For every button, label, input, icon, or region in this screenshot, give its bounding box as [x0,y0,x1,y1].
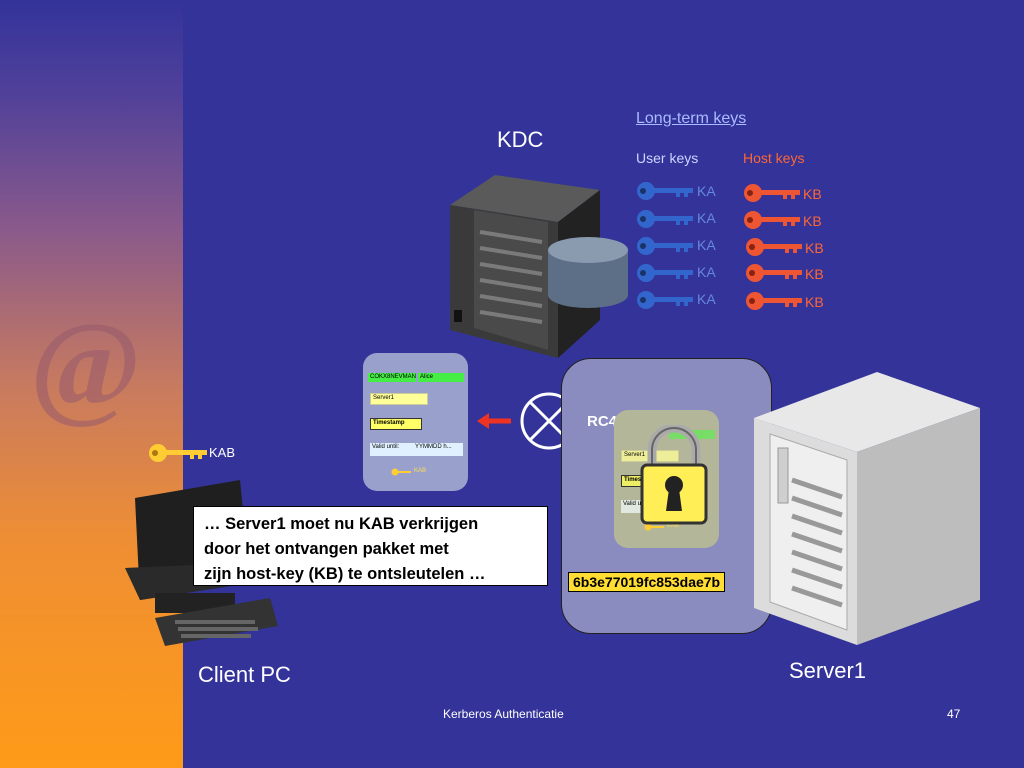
host-key-icon [744,211,800,229]
kdc-server-icon [450,175,628,358]
caption-line: zijn host-key (KB) te ontsleutelen … [204,565,486,583]
host-key-icon [746,264,802,282]
ticket-valid-until-label: Valid until: [370,443,414,456]
user-key-icon [637,237,693,255]
footer-title: Kerberos Authenticatie [443,707,564,721]
user-key-icon [637,182,693,200]
host-key-icon [744,184,800,202]
encrypted-ticket-key-icon [644,523,664,531]
ticket-encrypted-field: COKX8NEVMANG [368,373,416,382]
host-key-label: KB [805,294,824,310]
ticket-card: COKX8NEVMANG Alice Server1 Timestamp Val… [363,353,468,491]
user-key-icon [637,264,693,282]
user-key-label: KA [697,291,716,307]
server1-label: Server1 [789,658,867,683]
ticket-timestamp-field: Timestamp [370,418,422,430]
client-key-icon [149,444,207,462]
padlock-icon [640,425,708,525]
at-sign-decoration: @ [30,297,142,430]
client-key-label: KAB [209,445,236,460]
caption-line: door het ontvangen pakket met [204,540,449,558]
user-key-label: KA [697,264,716,280]
long-term-keys-title: Long-term keys [636,110,747,127]
user-key-icon [637,291,693,309]
kdc-label: KDC [497,127,544,152]
host-key-icon [746,238,802,256]
user-key-label: KA [697,210,716,226]
user-key-icon [637,210,693,228]
ticket-session-key-label: KAB [414,468,427,474]
host-key-icon [746,292,802,310]
left-arrow-icon [477,413,511,429]
ciphertext-hex: 6b3e77019fc853dae7b [568,572,726,592]
ticket-valid-value: YYMMDD h... [413,443,463,456]
ticket-server-field: Server1 [370,393,428,405]
user-key-label: KA [697,237,716,253]
client-pc-label: Client PC [198,662,291,687]
host-keys-heading: Host keys [743,150,805,166]
page-number: 47 [947,707,961,721]
caption-box: … Server1 moet nu KAB verkrijgen door he… [193,506,548,586]
ticket-client-name: Alice [418,373,464,382]
encrypted-ticket-key-label: KAB [667,523,680,529]
rc4-label: RC4 [587,413,618,430]
host-key-label: KB [803,186,822,202]
user-key-label: KA [697,183,716,199]
host-key-label: KB [805,240,824,256]
caption-line: … Server1 moet nu KAB verkrijgen [204,515,479,533]
server1-tower-icon [754,372,980,645]
host-key-label: KB [805,266,824,282]
ticket-session-key-icon [391,468,411,476]
user-keys-heading: User keys [636,150,699,166]
side-gradient-bar [0,0,183,768]
host-key-label: KB [803,213,822,229]
